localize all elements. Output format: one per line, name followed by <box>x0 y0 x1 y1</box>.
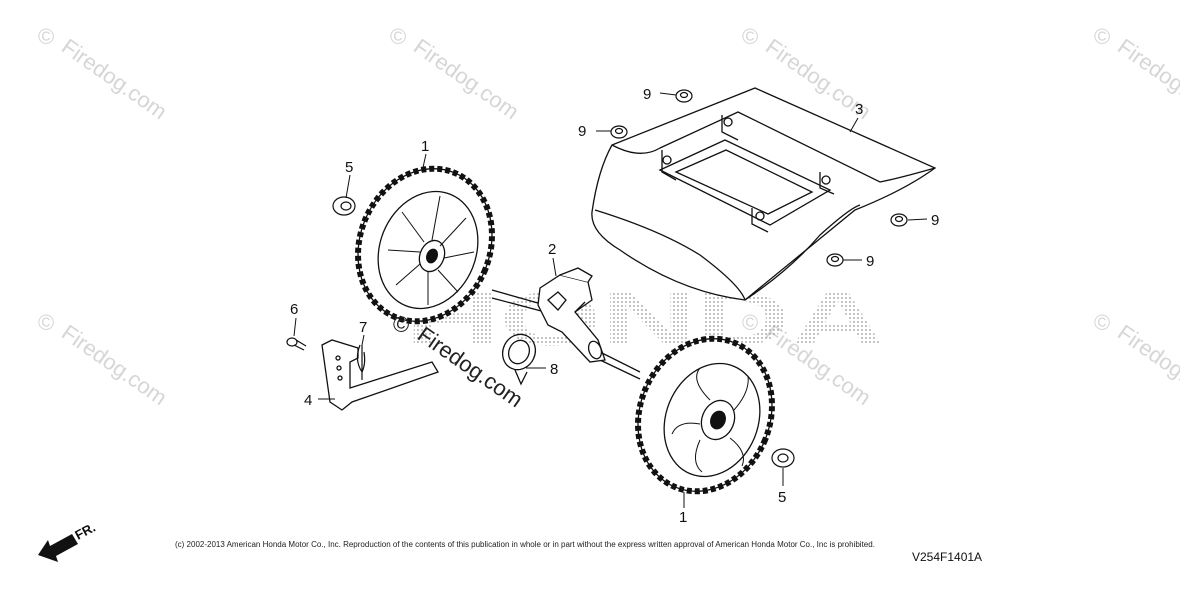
watermark-symbol: © <box>390 24 406 49</box>
honda-logo-watermark: HONDA <box>405 277 885 362</box>
callout-spring-clip: 8 <box>550 361 558 378</box>
axle-bracket <box>537 267 606 363</box>
watermark-symbol: © <box>1094 24 1110 49</box>
right-wheel <box>635 335 775 495</box>
callout-grommet: 9 <box>931 212 939 229</box>
callout-bolt: 6 <box>290 301 298 318</box>
watermark-text: Firedog.com <box>57 320 172 411</box>
callout-nut: 5 <box>778 489 786 506</box>
drawing-code: V254F1401A <box>912 550 983 564</box>
grommet <box>610 125 628 139</box>
callout-grommet: 9 <box>866 253 874 270</box>
left-wheel <box>355 165 495 325</box>
callout-clip-pin: 7 <box>359 319 367 336</box>
callout-cover: 3 <box>855 101 863 118</box>
handle-rod <box>321 339 439 411</box>
axle-shaft <box>491 289 641 380</box>
callout-wheel: 1 <box>679 509 687 526</box>
callouts: 1 1 2 3 4 5 5 6 7 8 9 9 9 9 <box>290 86 939 526</box>
watermark-symbol: © <box>38 310 54 335</box>
watermark-text: Firedog.com <box>1113 320 1180 411</box>
grommets <box>610 89 908 267</box>
watermark-text: Firedog.com <box>409 34 524 125</box>
rear-cover <box>591 87 937 301</box>
clip-pin <box>356 344 366 380</box>
callout-handle-rod: 4 <box>304 392 312 409</box>
grommet <box>675 89 693 103</box>
callout-grommet: 9 <box>578 123 586 140</box>
front-direction-arrow: FR. <box>38 520 98 562</box>
front-label: FR. <box>72 520 98 543</box>
leader-lines <box>293 92 928 508</box>
right-nut <box>771 448 795 468</box>
watermark-symbol: © <box>38 24 54 49</box>
grommet <box>826 253 844 267</box>
callout-axle-bracket: 2 <box>548 241 556 258</box>
grommet <box>890 213 908 227</box>
copyright-notice: (c) 2002-2013 American Honda Motor Co., … <box>175 540 875 549</box>
watermark-symbol: © <box>393 312 409 337</box>
watermark-symbol: © <box>742 310 758 335</box>
watermark-symbol: © <box>742 24 758 49</box>
watermark-text: Firedog.com <box>1113 34 1180 125</box>
watermark-symbol: © <box>1094 310 1110 335</box>
callout-grommet: 9 <box>643 86 651 103</box>
spring-clip <box>501 333 537 386</box>
watermark-text: Firedog.com <box>57 34 172 125</box>
left-nut <box>332 196 356 216</box>
callout-nut: 5 <box>345 159 353 176</box>
callout-wheel: 1 <box>421 138 429 155</box>
bolt <box>286 337 307 351</box>
